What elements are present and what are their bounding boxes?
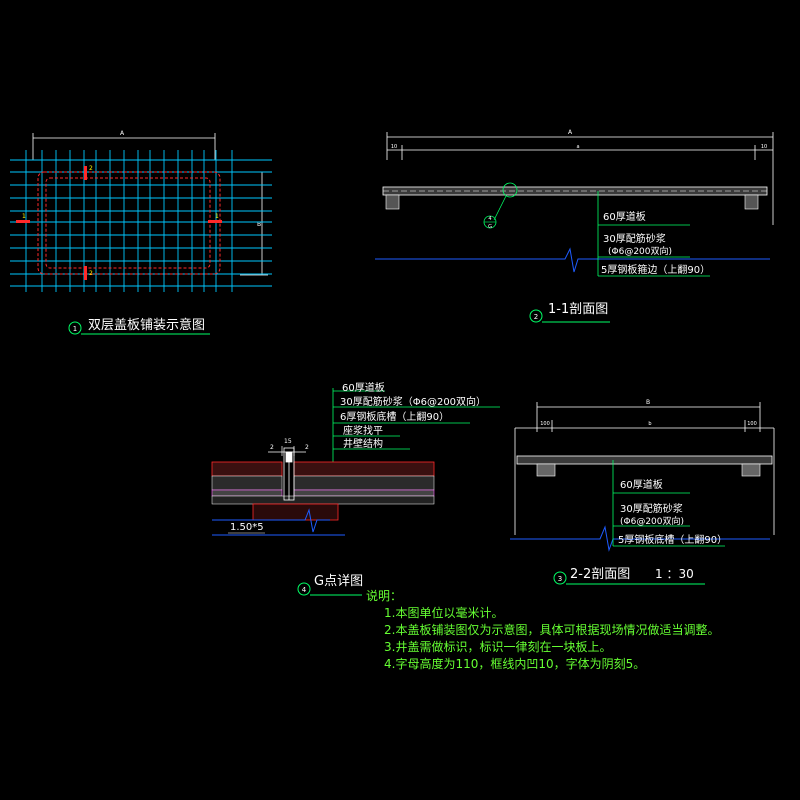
view4-detail-g: 60厚道板 30厚配筋砂浆（Φ6@200双向） 6厚钢板底槽（上翻90） 座浆找… xyxy=(211,381,500,596)
view2-title: 1-1剖面图 xyxy=(548,302,608,317)
view2-section-1-1: A 10 a 10 4 G 60厚道板 30厚配筋砂浆 (Φ6@200双向) 5… xyxy=(375,129,774,323)
view1-title-bubble xyxy=(68,321,210,335)
view2-label-1: 60厚道板 xyxy=(603,210,646,223)
view3-label-2: 30厚配筋砂浆 xyxy=(620,502,683,515)
view3-dim-total: B xyxy=(646,399,650,406)
view3-number: 3 xyxy=(558,575,562,583)
view2-dim-mid: a xyxy=(576,144,579,150)
view2-leaders xyxy=(597,191,710,277)
view4-label-2: 30厚配筋砂浆（Φ6@200双向） xyxy=(340,395,486,408)
view1-section-markers xyxy=(16,166,222,280)
view4-label-5: 井壁结构 xyxy=(343,437,383,450)
view4-layers xyxy=(211,461,435,521)
view2-label-4: 5厚钢板箍边（上翻90） xyxy=(601,263,710,276)
view3-label-1: 60厚道板 xyxy=(620,478,663,491)
svg-text:2: 2 xyxy=(89,270,93,277)
view2-callout-sheet: G xyxy=(488,224,492,230)
view4-joint xyxy=(283,447,295,501)
view1-title: 双层盖板铺装示意图 xyxy=(88,317,205,333)
view2-label-3: (Φ6@200双向) xyxy=(608,245,672,257)
view4-title-bubble xyxy=(297,582,311,596)
view4-slope: 1.50*5 xyxy=(230,522,264,533)
view2-dim-lines xyxy=(386,132,774,225)
view1-dim-top-label: A xyxy=(120,130,125,137)
view1-grid xyxy=(10,150,272,292)
view4-dim-2: 15 xyxy=(284,438,292,445)
view3-section-2-2: B 100 b 100 60厚道板 30厚配筋砂浆 (Φ6@200双向) 5厚钢… xyxy=(510,399,775,585)
view2-callout-leader xyxy=(493,195,507,221)
view2-number: 2 xyxy=(534,313,538,321)
view2-support-left xyxy=(385,194,400,210)
view2-label-2: 30厚配筋砂浆 xyxy=(603,232,666,245)
view1-panel-outlines xyxy=(37,171,221,275)
view2-dim-left: 10 xyxy=(391,144,397,150)
svg-text:1: 1 xyxy=(215,213,219,220)
view3-title-bubble xyxy=(553,571,567,585)
view3-leaders xyxy=(612,460,725,547)
notes-item-1: 1.本图单位以毫米计。 xyxy=(384,605,503,620)
notes-item-4: 4.字母高度为110，框线内凹10，字体为阴刻5。 xyxy=(384,656,645,671)
view3-slab xyxy=(516,455,773,465)
notes-heading: 说明： xyxy=(366,588,402,603)
notes-item-2: 2.本盖板铺装图仅为示意图，具体可根据现场情况做适当调整。 xyxy=(384,622,719,637)
view1-number: 1 xyxy=(73,325,77,333)
view2-dim-total: A xyxy=(568,129,573,136)
view4-ground-line xyxy=(212,508,330,533)
view1-plan: A B 1 1 2 2 xyxy=(10,130,272,335)
view4-leaders xyxy=(332,388,500,520)
svg-text:2: 2 xyxy=(89,165,93,172)
view3-label-3: (Φ6@200双向) xyxy=(620,515,684,527)
view3-ground-line xyxy=(510,525,770,552)
view3-dim-lines xyxy=(514,402,775,535)
view4-label-4: 座浆找平 xyxy=(343,424,383,437)
view2-ground-line xyxy=(375,247,770,273)
view3-scale: 1 ：30 xyxy=(655,567,694,581)
view1-dim-right-label: B xyxy=(257,221,261,228)
view1-dim-top xyxy=(32,133,216,160)
view3-dim-left: 100 xyxy=(540,421,550,427)
view2-callout-number: 4 xyxy=(488,216,491,222)
svg-text:1: 1 xyxy=(22,213,26,220)
view3-support-left xyxy=(536,463,556,477)
view1-section-numbers: 1 1 2 2 xyxy=(22,165,219,277)
notes-item-3: 3.井盖需做标识，标识一律刻在一块板上。 xyxy=(384,639,611,654)
view3-support-right xyxy=(741,463,761,477)
view4-dim-1: 2 xyxy=(270,444,274,451)
view2-support-right xyxy=(744,194,759,210)
view3-dim-mid: b xyxy=(648,421,651,427)
view1-dim-right xyxy=(240,171,268,276)
view3-label-4: 5厚钢板底槽（上翻90） xyxy=(618,533,727,546)
view4-number: 4 xyxy=(302,586,307,594)
view2-title-bubble xyxy=(529,309,543,323)
view2-dim-right: 10 xyxy=(761,144,767,150)
view4-label-3: 6厚钢板底槽（上翻90） xyxy=(340,410,449,423)
view2-callout-circle xyxy=(502,182,518,198)
view4-title: G点详图 xyxy=(314,574,363,589)
view3-dim-right: 100 xyxy=(747,421,757,427)
view4-label-1: 60厚道板 xyxy=(342,381,385,394)
view3-title: 2-2剖面图 xyxy=(570,567,630,582)
view4-dim-3: 2 xyxy=(305,444,309,451)
notes-block: 说明： 1.本图单位以毫米计。 2.本盖板铺装图仅为示意图，具体可根据现场情况做… xyxy=(366,588,719,671)
